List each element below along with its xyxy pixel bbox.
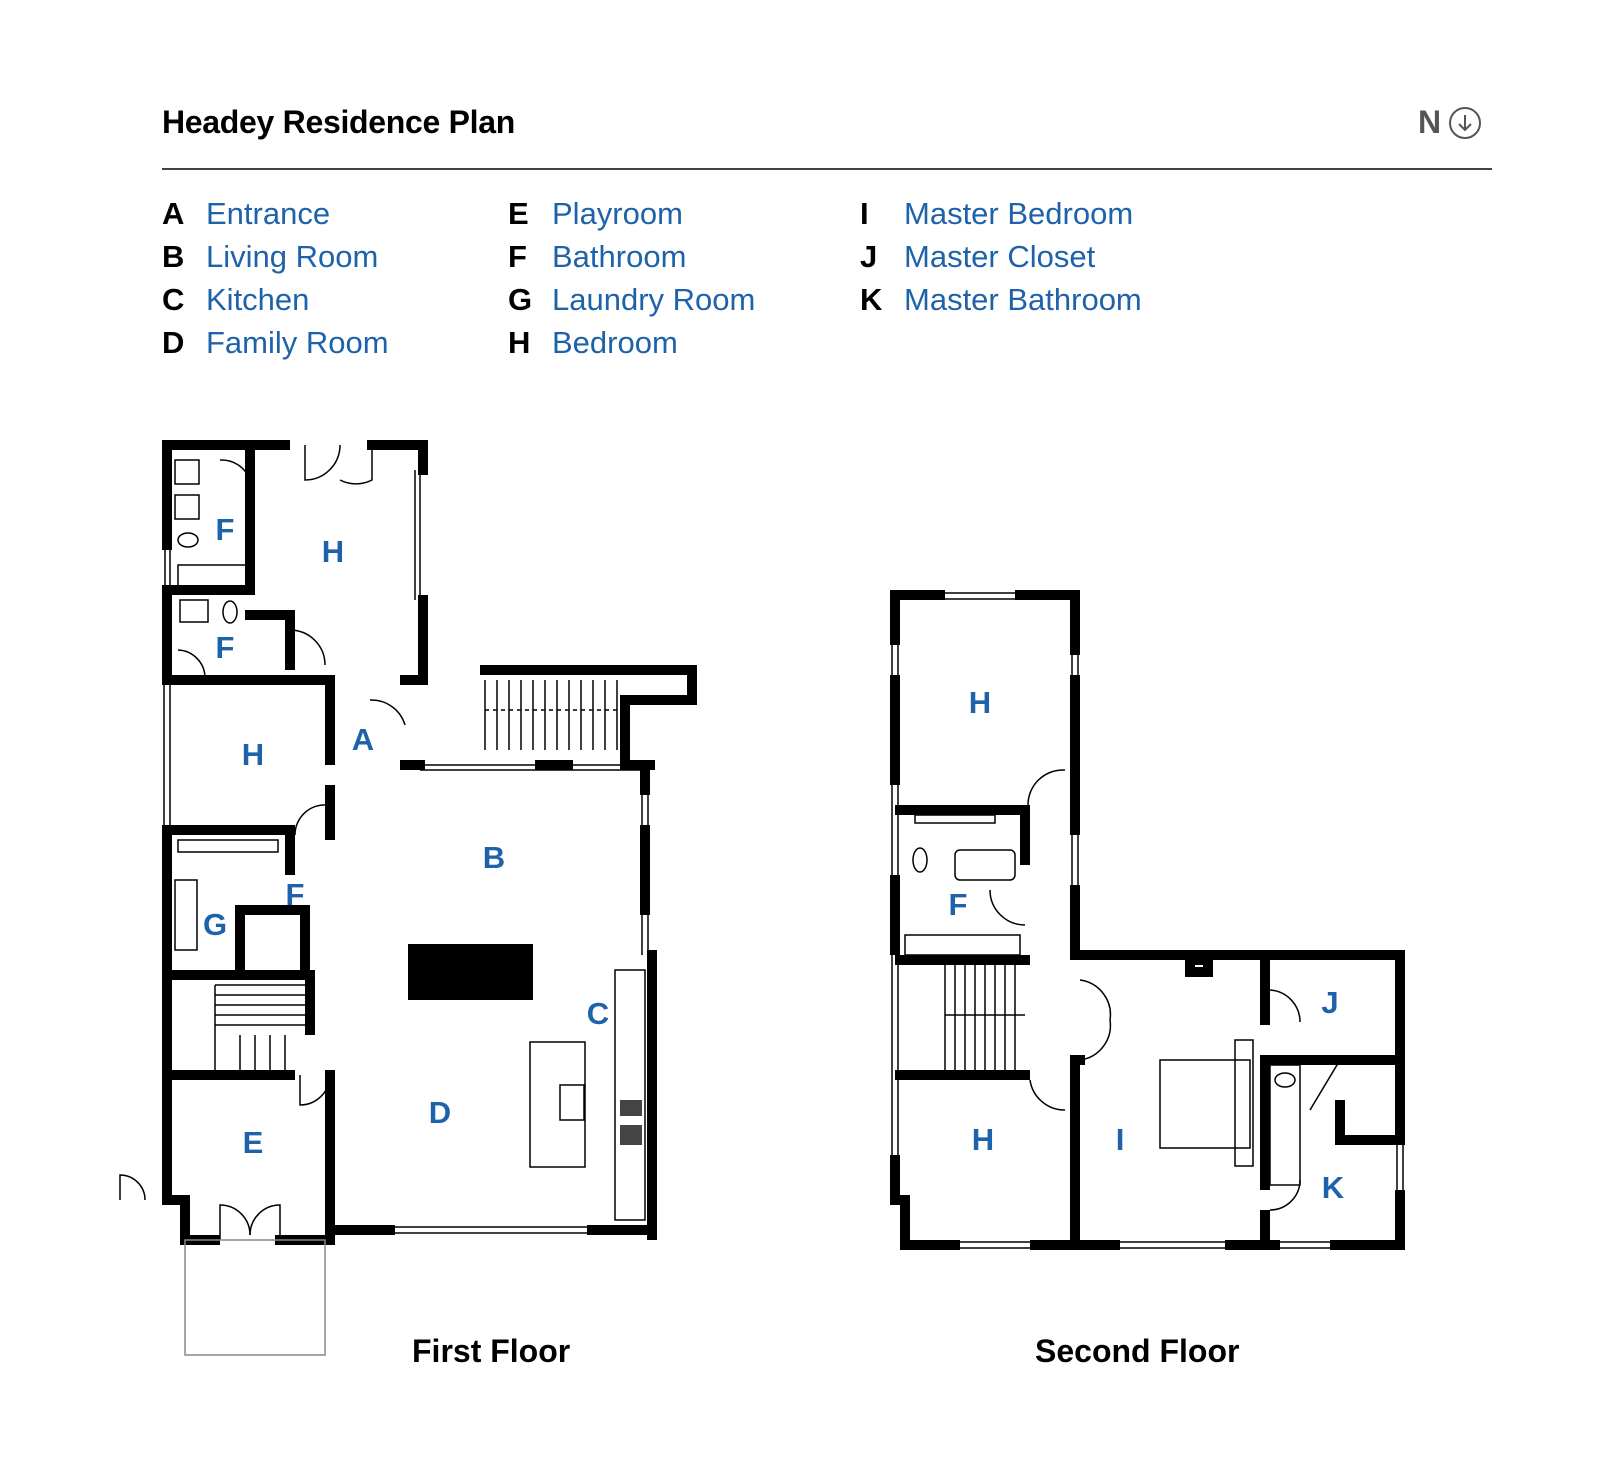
room-label-a: A	[352, 722, 374, 757]
closet-rod	[914, 814, 996, 824]
legend-label: Master Bathroom	[904, 282, 1142, 317]
room-label-h: H	[969, 685, 991, 720]
legend-label: Family Room	[206, 325, 389, 360]
legend-item: D Family Room	[162, 325, 389, 368]
toilet	[222, 600, 238, 624]
north-indicator: N	[1418, 104, 1482, 141]
legend-column-2: E Playroom F Bathroom G Laundry Room H Bedro…	[508, 196, 755, 368]
second-floor-plan: H F J I H K	[890, 590, 1405, 1250]
vanity	[1269, 1064, 1301, 1186]
legend-key: E	[508, 196, 529, 231]
north-label: N	[1418, 104, 1442, 140]
room-label-g: G	[203, 907, 227, 942]
oven	[620, 1125, 642, 1145]
room-label-c: C	[587, 996, 609, 1031]
first-floor-doors	[119, 444, 406, 1240]
legend-label: Master Bedroom	[904, 196, 1134, 231]
kitchen-island	[529, 1041, 586, 1168]
legend-key: A	[162, 196, 185, 231]
page-title: Headey Residence Plan	[162, 104, 515, 140]
first-floor-caption: First Floor	[412, 1333, 571, 1369]
legend-key: C	[162, 282, 185, 317]
kitchen-counter	[614, 969, 646, 1221]
legend-item: I Master Bedroom	[860, 196, 1142, 239]
legend-key: G	[508, 282, 533, 317]
legend-item: B Living Room	[162, 239, 389, 282]
legend-item: A Entrance	[162, 196, 389, 239]
room-label-f: F	[949, 887, 968, 922]
legend-key: J	[860, 239, 878, 274]
second-floor-caption: Second Floor	[1035, 1333, 1240, 1369]
room-label-f: F	[286, 877, 305, 912]
legend-column-3: I Master Bedroom J Master Closet K Master B…	[860, 196, 1142, 325]
room-label-f: F	[216, 630, 235, 665]
sink	[179, 599, 209, 623]
legend-key: H	[508, 325, 531, 360]
legend-label: Living Room	[206, 239, 379, 274]
title-divider	[162, 168, 1492, 170]
legend-item: E Playroom	[508, 196, 755, 239]
vanity	[904, 934, 1021, 956]
legend-label: Master Closet	[904, 239, 1096, 274]
legend-key: F	[508, 239, 527, 274]
second-floor-walls	[890, 590, 1405, 1250]
room-label-b: B	[483, 840, 505, 875]
legend-item: K Master Bathroom	[860, 282, 1142, 325]
toilet	[177, 532, 199, 548]
room-label-h: H	[972, 1122, 994, 1157]
room-label-k: K	[1322, 1170, 1345, 1205]
legend-label: Entrance	[206, 196, 331, 231]
legend-item: F Bathroom	[508, 239, 755, 282]
legend-item: H Bedroom	[508, 325, 755, 368]
toilet	[912, 847, 928, 873]
first-floor-stairs	[214, 680, 620, 1075]
legend-key: I	[860, 196, 869, 231]
room-label-j: J	[1321, 985, 1338, 1020]
bed	[1159, 1059, 1251, 1149]
kitchen-sink	[559, 1084, 585, 1121]
fireplace-block	[408, 944, 533, 1000]
room-label-f: F	[216, 512, 235, 547]
bathtub	[954, 849, 1016, 881]
room-label-e: E	[243, 1125, 264, 1160]
sink	[174, 494, 200, 520]
first-floor-walls	[162, 440, 697, 1245]
room-label-i: I	[1116, 1122, 1125, 1157]
legend-label: Bedroom	[552, 325, 678, 360]
second-floor-stairs	[944, 965, 1025, 1070]
sink	[174, 459, 200, 485]
arrow-down-circle-icon	[1449, 106, 1482, 139]
legend-key: B	[162, 239, 185, 274]
legend-key: K	[860, 282, 883, 317]
legend-item: G Laundry Room	[508, 282, 755, 325]
bathtub	[177, 564, 247, 588]
toilet	[1274, 1072, 1296, 1088]
washer-dryer	[174, 879, 198, 951]
legend-label: Laundry Room	[552, 282, 756, 317]
room-label-h: H	[322, 534, 344, 569]
first-floor-plan: F H F H A B F G C D E	[119, 440, 697, 1356]
headboard	[1234, 1039, 1254, 1167]
legend-column-1: A Entrance B Living Room C Kitchen D Family …	[162, 196, 389, 368]
closet-rod	[177, 839, 279, 853]
second-floor-doors	[989, 769, 1341, 1211]
legend-item: J Master Closet	[860, 239, 1142, 282]
legend-label: Playroom	[552, 196, 683, 231]
patio	[184, 1239, 326, 1356]
legend-key: D	[162, 325, 185, 360]
legend-label: Kitchen	[206, 282, 310, 317]
room-label-d: D	[429, 1095, 451, 1130]
legend-label: Bathroom	[552, 239, 687, 274]
room-label-h: H	[242, 737, 264, 772]
second-floor-windows	[891, 592, 1404, 1249]
cooktop	[620, 1100, 642, 1116]
first-floor-windows	[163, 470, 649, 1234]
legend-item: C Kitchen	[162, 282, 389, 325]
